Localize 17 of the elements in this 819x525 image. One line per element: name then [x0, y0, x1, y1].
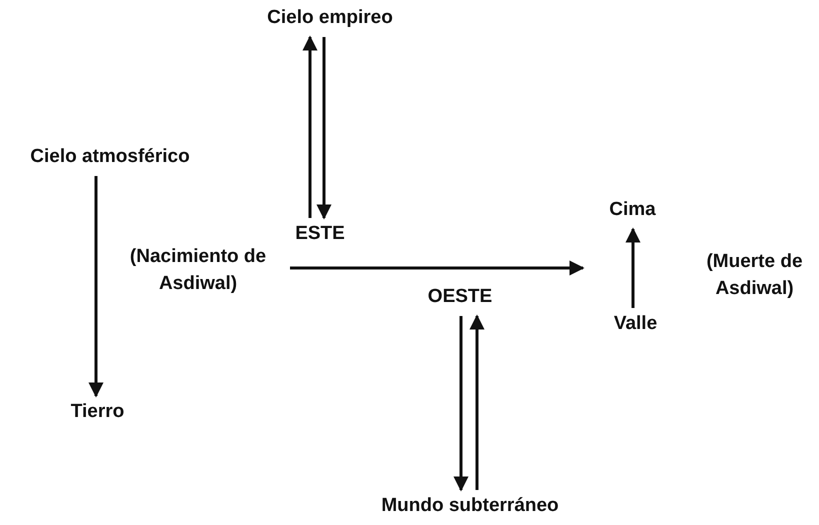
node-label: Tierro [55, 398, 140, 425]
node-label: Cielo atmosférico [30, 143, 190, 170]
node-label: Mundo subterráneo [345, 492, 595, 519]
arrow [302, 36, 318, 218]
node-label: ESTE [290, 220, 350, 247]
arrow [454, 316, 468, 492]
arrow [316, 37, 332, 220]
node-label: OESTE [410, 283, 510, 310]
node-label: (Nacimiento de Asdiwal) [112, 243, 284, 297]
arrow [470, 314, 484, 490]
arrow [88, 176, 104, 398]
node-label: Cielo empireo [245, 4, 415, 31]
arrow [290, 260, 584, 276]
node-label: Valle [598, 310, 673, 337]
arrow [626, 228, 640, 308]
node-label: (Muerte de Asdiwal) [690, 248, 819, 302]
node-label: Cima [595, 196, 670, 223]
